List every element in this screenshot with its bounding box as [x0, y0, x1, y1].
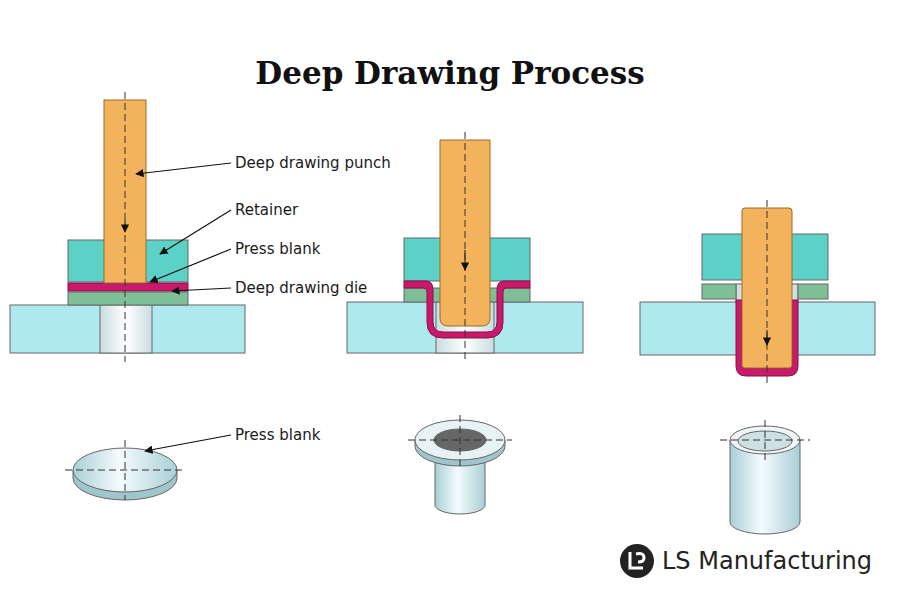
die-bore [100, 305, 152, 353]
watermark: LS Manufacturing [662, 547, 872, 576]
die-base [10, 305, 245, 353]
press-blank [68, 283, 188, 291]
part-label: Deep drawing punch [235, 154, 391, 172]
part-label: Deep drawing die [235, 279, 367, 297]
part-label: Press blank [235, 240, 320, 258]
drawing-die [68, 292, 188, 305]
leader-lines [136, 163, 231, 451]
part-label: Retainer [235, 201, 298, 219]
drawing-die [702, 284, 736, 299]
motion-arrows [125, 220, 767, 345]
title: Deep Drawing Process [255, 55, 644, 92]
drawing-die [798, 284, 828, 299]
center-lines [65, 92, 810, 500]
part-label: Press blank [235, 426, 320, 444]
logo-mark [620, 544, 654, 578]
